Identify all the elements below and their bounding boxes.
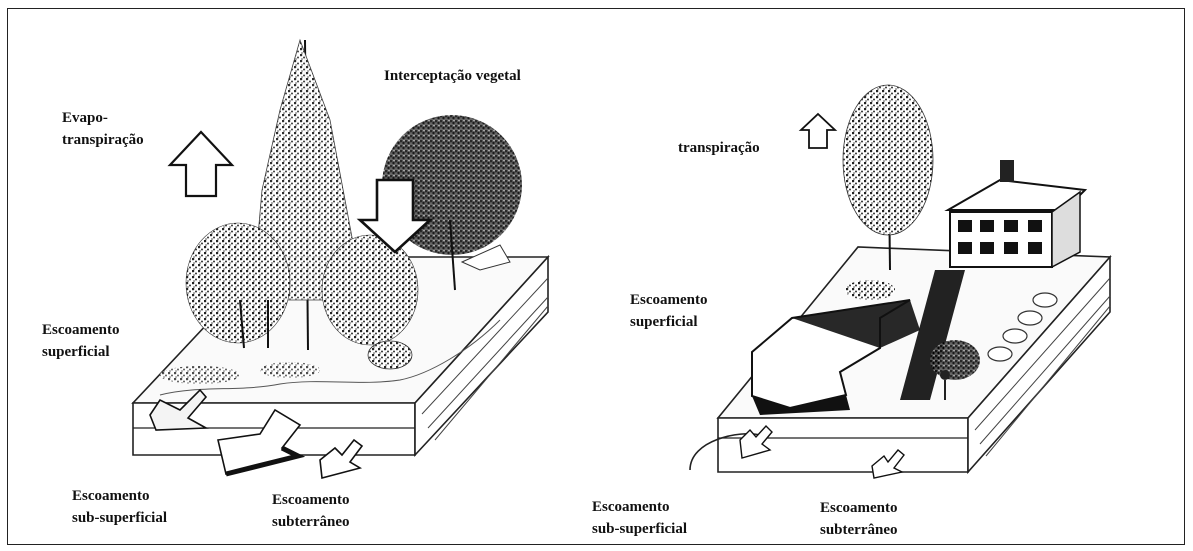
label-right-surface-line1: Escoamento: [630, 290, 708, 310]
label-left-surface-line2: superficial: [42, 342, 110, 362]
house: [948, 160, 1085, 267]
center-shrub: [322, 235, 418, 345]
label-right-subsurface-line2: sub-superficial: [592, 519, 687, 539]
label-interception: Interceptação vegetal: [384, 66, 521, 86]
label-left-groundwater-line2: subterrâneo: [272, 512, 350, 532]
label-right-subsurface-line1: Escoamento: [592, 497, 670, 517]
left-shrub: [186, 223, 290, 343]
label-right-groundwater-line2: subterrâneo: [820, 520, 898, 540]
label-transpiration: transpiração: [678, 138, 760, 158]
right-tree: [843, 85, 933, 270]
label-evapo-line2: transpiração: [62, 130, 144, 150]
label-left-groundwater-line1: Escoamento: [272, 490, 350, 510]
label-left-subsurface-line1: Escoamento: [72, 486, 150, 506]
label-evapo-line1: Evapo-: [62, 108, 108, 128]
transpiration-arrow: [801, 114, 835, 148]
label-right-surface-line2: superficial: [630, 312, 698, 332]
evapotranspiration-arrow: [170, 132, 232, 196]
chimney: [1000, 160, 1014, 182]
label-left-subsurface-line2: sub-superficial: [72, 508, 167, 528]
label-right-groundwater-line1: Escoamento: [820, 498, 898, 518]
label-left-surface-line1: Escoamento: [42, 320, 120, 340]
